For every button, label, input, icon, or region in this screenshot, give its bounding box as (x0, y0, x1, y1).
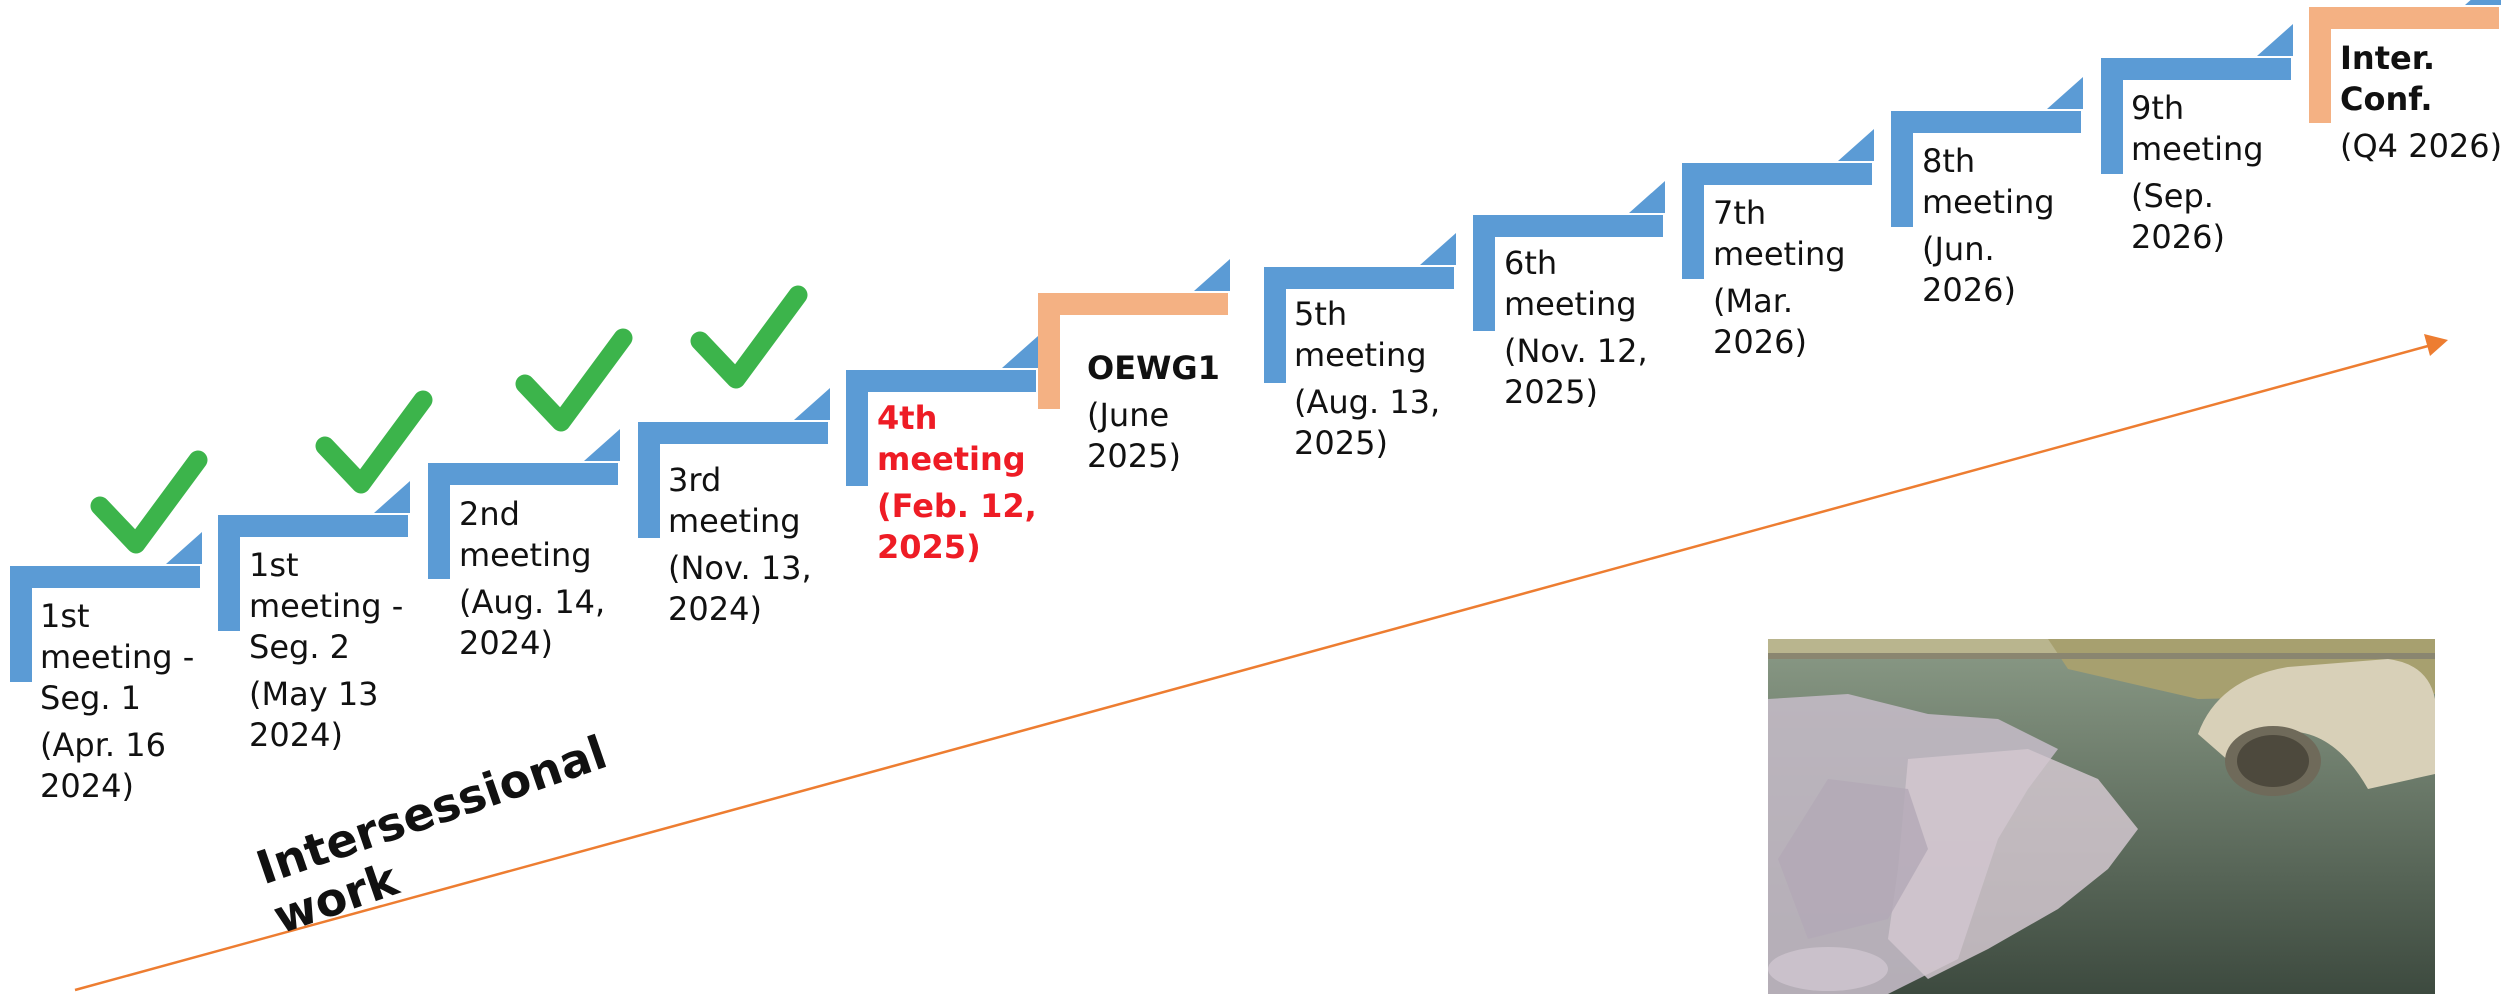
check-icon (515, 328, 633, 432)
step-8-tread (1473, 215, 1663, 237)
step-date: (Nov. 13, 2024) (668, 549, 812, 628)
step-title: 5th meeting (1294, 295, 1427, 374)
step-title: 1st meeting - Seg. 1 (40, 597, 195, 717)
step-8-label: 6th meeting (Nov. 12, 2025) (1504, 243, 1674, 413)
step-title: 1st meeting - Seg. 2 (249, 546, 404, 666)
step-7-tread (1264, 267, 1454, 289)
step-3-label: 2nd meeting (Aug. 14, 2024) (459, 494, 629, 664)
step-10-tread (1891, 111, 2081, 133)
step-7-label: 5th meeting (Aug. 13, 2025) (1294, 294, 1464, 464)
step-12-corner (2465, 0, 2501, 5)
step-title: 9th meeting (2131, 89, 2264, 168)
step-1-label: 1st meeting - Seg. 1 (Apr. 16 2024) (40, 596, 210, 807)
steps-group (10, 0, 2501, 682)
check-icon (315, 390, 433, 494)
step-9-label: 7th meeting (Mar. 2026) (1713, 193, 1883, 363)
step-6-riser (1038, 293, 1060, 409)
step-7-riser (1264, 267, 1286, 383)
step-3-tread (428, 463, 618, 485)
step-9-tread (1682, 163, 1872, 185)
step-10-label: 8th meeting (Jun. 2026) (1922, 141, 2092, 311)
step-date: (Q4 2026) (2340, 127, 2503, 165)
step-date: (Feb. 12, 2025) (877, 487, 1037, 566)
step-date: (Jun. 2026) (1922, 230, 2016, 309)
step-10-corner (2047, 77, 2083, 109)
step-11-corner (2257, 24, 2293, 56)
step-10-riser (1891, 111, 1913, 227)
step-8-corner (1629, 181, 1665, 213)
arrow-icon (2424, 334, 2448, 356)
step-title: Inter. Conf. (2340, 39, 2436, 118)
step-date: (Apr. 16 2024) (40, 726, 166, 805)
step-date: (Sep. 2026) (2131, 177, 2225, 256)
step-1-riser (10, 566, 32, 682)
step-1-corner (166, 532, 202, 564)
step-5-tread (846, 370, 1036, 392)
step-12-riser (2309, 7, 2331, 123)
trend-arrow-line (74, 344, 2429, 992)
step-title: 6th meeting (1504, 244, 1637, 323)
step-7-corner (1420, 233, 1456, 265)
step-6-label: OEWG1 (June 2025) (1087, 348, 1257, 477)
wastewater-photo-image (1768, 639, 2435, 994)
step-12-tread (2309, 7, 2499, 29)
step-title: 4th meeting (877, 399, 1026, 478)
step-date: (June 2025) (1087, 396, 1181, 475)
step-date: (Aug. 14, 2024) (459, 583, 606, 662)
step-title: OEWG1 (1087, 349, 1220, 387)
step-9-corner (1838, 129, 1874, 161)
step-8-riser (1473, 215, 1495, 331)
step-6-tread (1038, 293, 1228, 315)
step-9-riser (1682, 163, 1704, 279)
step-2-corner (374, 481, 410, 513)
step-4-corner (794, 388, 830, 420)
check-icon (90, 450, 208, 554)
checks-group (90, 285, 808, 554)
step-12-label: Inter. Conf. (Q4 2026) (2340, 38, 2504, 167)
step-5-riser (846, 370, 868, 486)
step-3-corner (584, 429, 620, 461)
wastewater-photo (1768, 639, 2435, 994)
step-11-label: 9th meeting (Sep. 2026) (2131, 88, 2301, 258)
step-1-tread (10, 566, 200, 588)
step-title: 3rd meeting (668, 461, 801, 540)
step-4-riser (638, 422, 660, 538)
step-2-label: 1st meeting - Seg. 2 (May 13 2024) (249, 545, 419, 756)
step-5-label: 4th meeting (Feb. 12, 2025) (877, 398, 1047, 568)
step-title: 8th meeting (1922, 142, 2055, 221)
step-date: (May 13 2024) (249, 675, 379, 754)
step-date: (Aug. 13, 2025) (1294, 383, 1441, 462)
step-4-tread (638, 422, 828, 444)
step-date: (Nov. 12, 2025) (1504, 332, 1648, 411)
step-title: 7th meeting (1713, 194, 1846, 273)
step-6-corner (1194, 259, 1230, 291)
step-11-riser (2101, 58, 2123, 174)
step-3-riser (428, 463, 450, 579)
step-11-tread (2101, 58, 2291, 80)
step-5-corner (1002, 336, 1038, 368)
step-title: 2nd meeting (459, 495, 592, 574)
step-2-tread (218, 515, 408, 537)
check-icon (690, 285, 808, 389)
step-4-label: 3rd meeting (Nov. 13, 2024) (668, 460, 838, 630)
step-date: (Mar. 2026) (1713, 282, 1807, 361)
step-2-riser (218, 515, 240, 631)
